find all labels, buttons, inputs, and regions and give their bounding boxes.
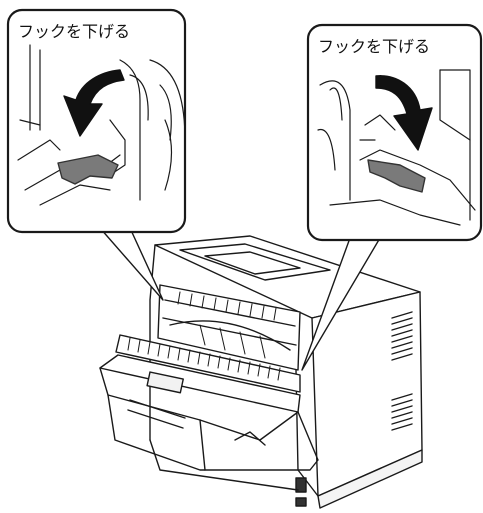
left-hook [57,154,119,185]
left-arrow-icon [63,69,125,137]
right-hook [367,159,426,193]
right-callout-label: フックを下げる [318,37,431,56]
fuser-unit [157,284,301,371]
side-vents [391,311,413,431]
left-callout-label: フックを下げる [18,22,131,41]
open-rear-door [99,334,319,471]
left-callout [6,8,187,301]
right-callout [301,23,483,371]
right-arrow-icon [375,75,433,151]
printer-body [149,235,423,509]
